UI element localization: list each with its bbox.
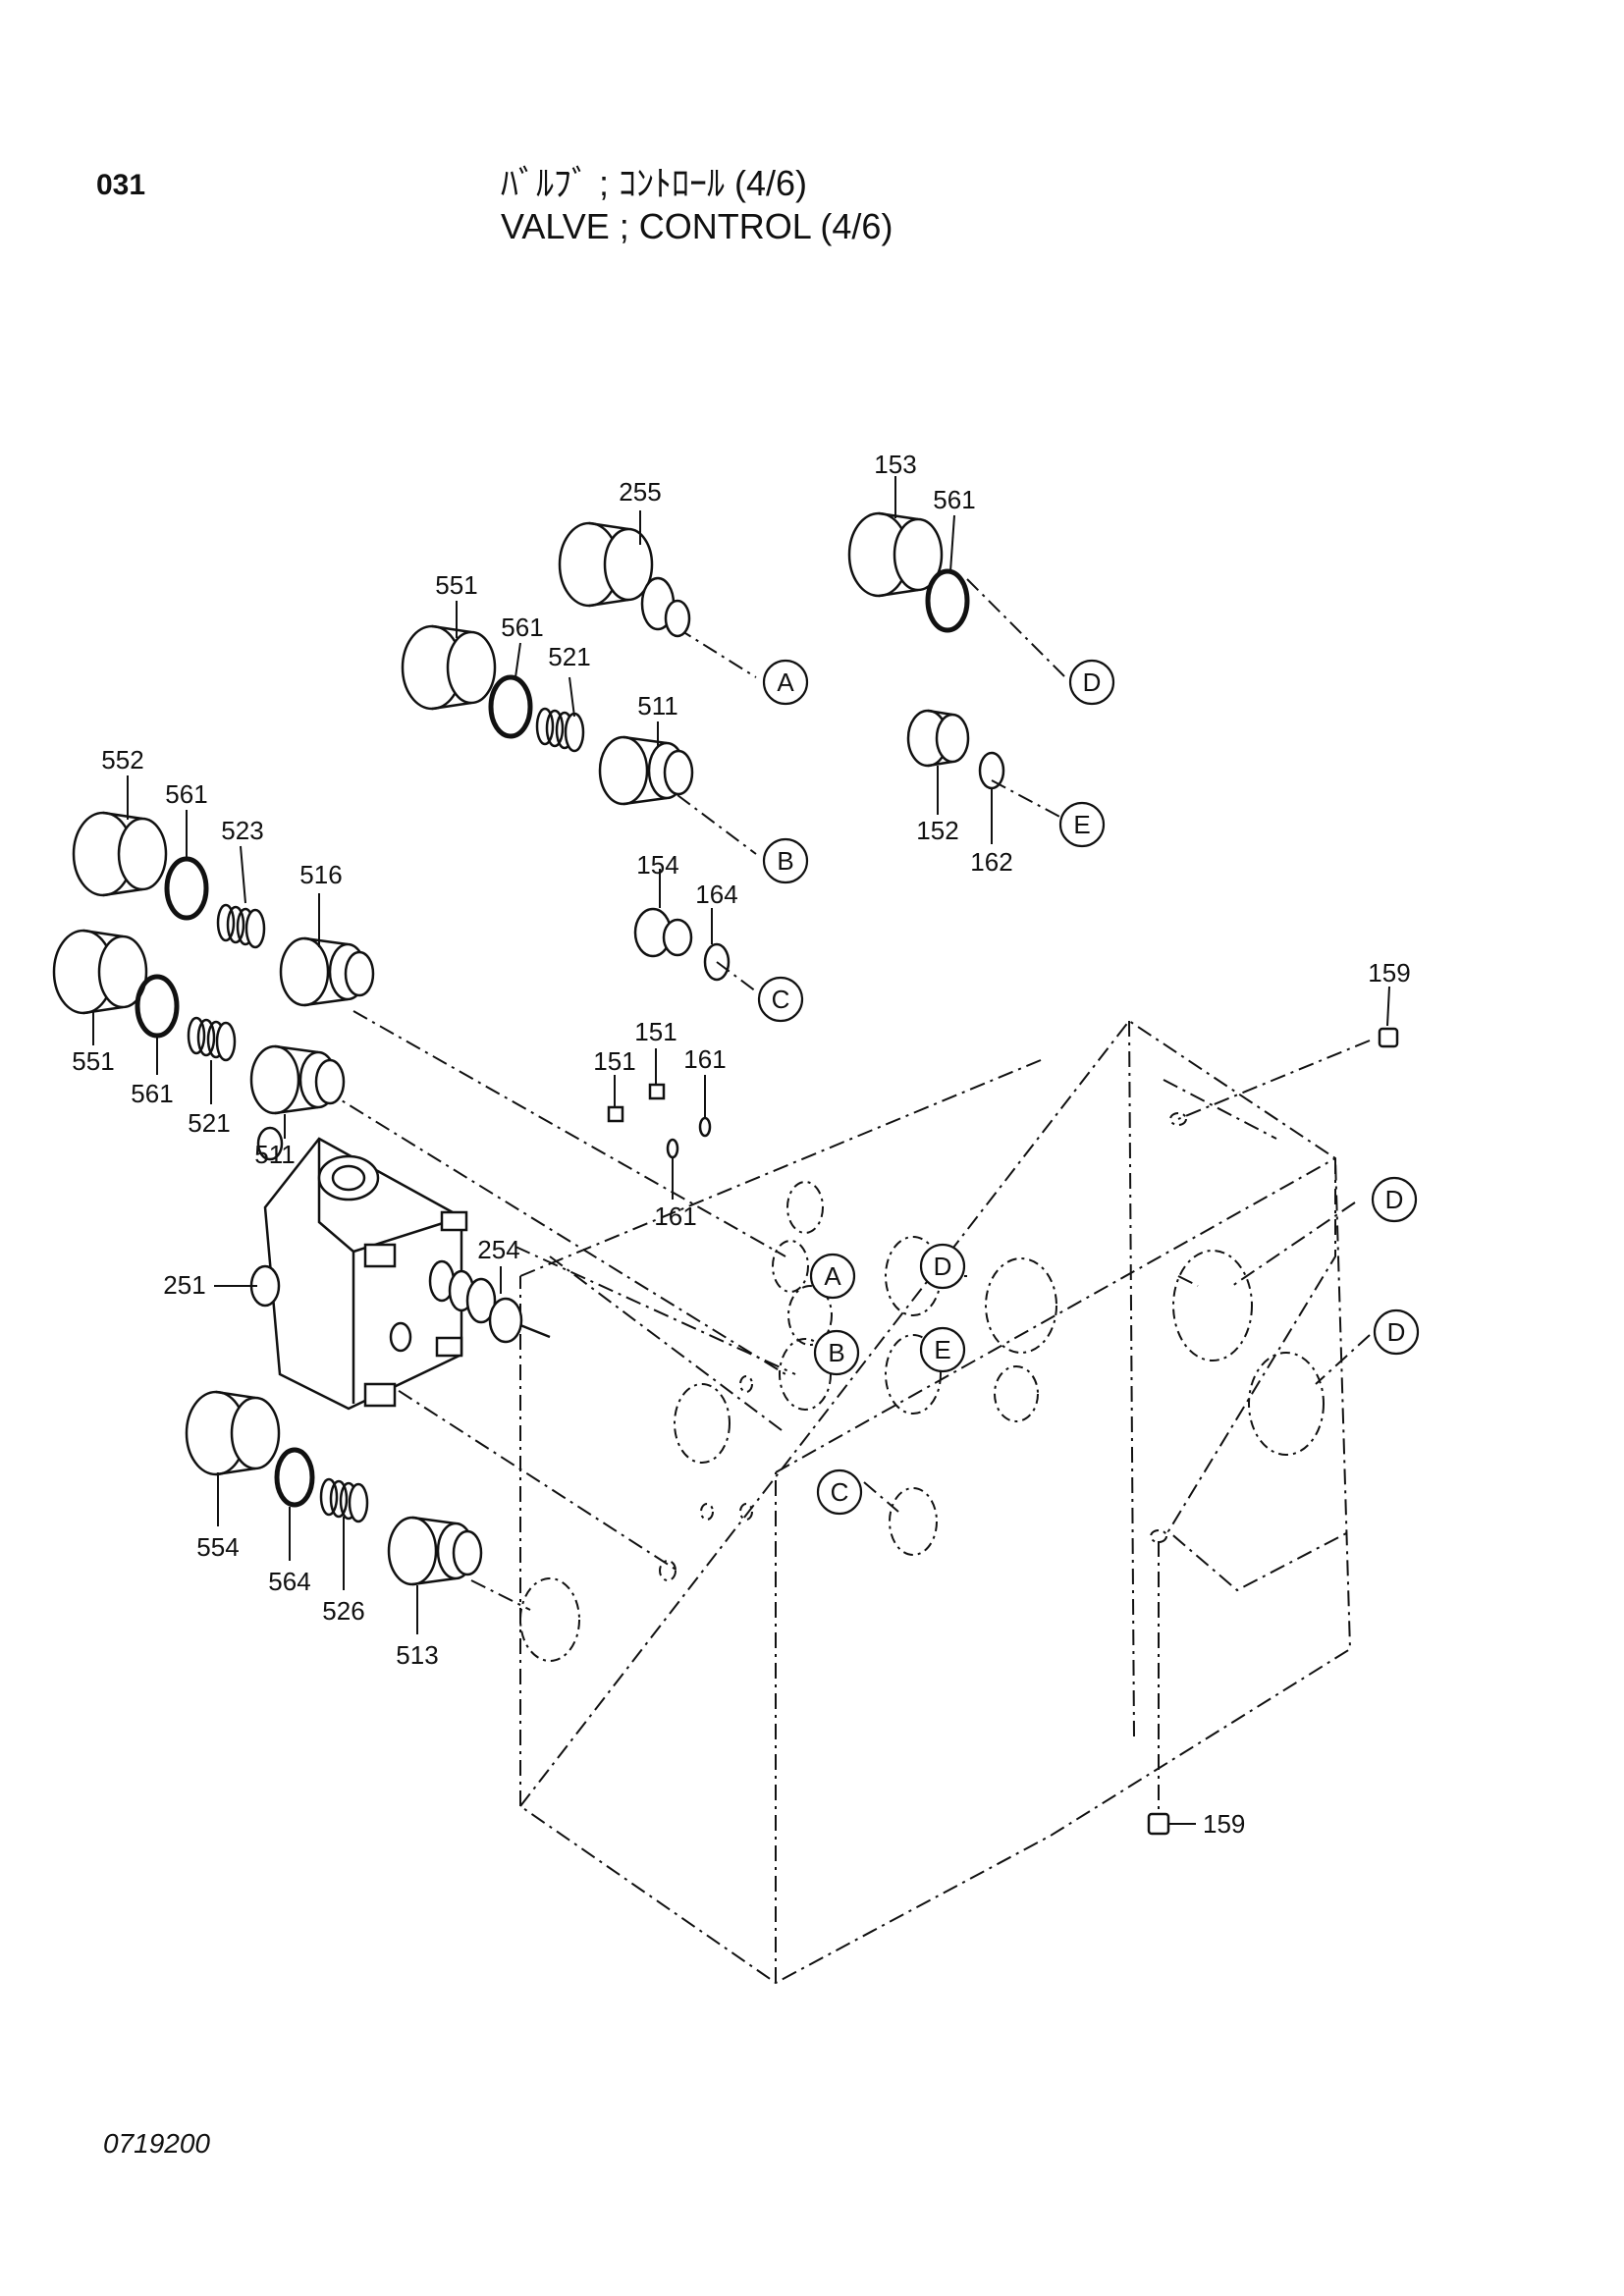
part-561-oring bbox=[488, 674, 533, 739]
callout-561: 561 bbox=[165, 779, 207, 809]
part-255-plug bbox=[558, 521, 691, 638]
connector-circles bbox=[757, 659, 1420, 1516]
callout-561: 561 bbox=[131, 1079, 173, 1108]
callout-521: 521 bbox=[548, 642, 590, 671]
callout-255: 255 bbox=[619, 477, 661, 507]
callout-521: 521 bbox=[188, 1108, 230, 1138]
title-english: VALVE ; CONTROL (4/6) bbox=[501, 206, 893, 246]
part-251-cover bbox=[249, 1126, 468, 1411]
part-161-oring bbox=[666, 1116, 712, 1159]
callout-516: 516 bbox=[299, 860, 342, 889]
connector-label: D bbox=[1385, 1185, 1404, 1214]
part-552-plug bbox=[72, 811, 168, 897]
connector-label: E bbox=[1073, 810, 1090, 839]
connector-label: D bbox=[934, 1252, 952, 1281]
part-151-screw bbox=[607, 1083, 666, 1123]
connector-letters: A D B E C A D B E C D D bbox=[772, 667, 1406, 1507]
callout-159: 159 bbox=[1203, 1809, 1245, 1839]
callout-labels: 255 153 561 551 561 521 511 552 561 523 … bbox=[72, 450, 1410, 1839]
callout-561: 561 bbox=[501, 613, 543, 642]
part-561-oring bbox=[164, 856, 209, 921]
callout-526: 526 bbox=[322, 1596, 364, 1626]
callout-151: 151 bbox=[593, 1046, 635, 1076]
callout-551: 551 bbox=[435, 570, 477, 600]
callout-554: 554 bbox=[196, 1532, 239, 1562]
part-152-plug bbox=[906, 709, 970, 768]
connector-label: E bbox=[934, 1335, 950, 1364]
part-551-plug bbox=[401, 624, 497, 711]
part-564-oring bbox=[274, 1447, 315, 1508]
part-521-spring bbox=[187, 1016, 237, 1062]
connector-label: C bbox=[831, 1477, 849, 1507]
connector-label: D bbox=[1083, 667, 1102, 697]
callout-162: 162 bbox=[970, 847, 1012, 877]
callout-159: 159 bbox=[1368, 958, 1410, 988]
callout-523: 523 bbox=[221, 816, 263, 845]
connector-label: C bbox=[772, 985, 790, 1014]
callout-161: 161 bbox=[654, 1201, 696, 1231]
part-554-plug bbox=[185, 1390, 281, 1476]
connector-label: B bbox=[828, 1338, 844, 1367]
callout-552: 552 bbox=[101, 745, 143, 774]
callout-511: 511 bbox=[254, 1140, 295, 1169]
callout-leaders bbox=[92, 476, 1390, 1825]
callout-154: 154 bbox=[636, 850, 678, 880]
title-japanese: ﾊﾞﾙﾌﾞ ; ｺﾝﾄﾛｰﾙ (4/6) bbox=[501, 163, 808, 203]
part-561-oring bbox=[135, 974, 180, 1039]
part-162-oring bbox=[978, 751, 1005, 790]
part-164-oring bbox=[703, 942, 731, 982]
callout-164: 164 bbox=[695, 880, 737, 909]
callout-151: 151 bbox=[634, 1017, 677, 1046]
part-551-plug bbox=[52, 929, 148, 1015]
part-513-spool bbox=[387, 1516, 483, 1586]
callout-551: 551 bbox=[72, 1046, 114, 1076]
drawing-number: 0719200 bbox=[103, 2128, 211, 2159]
connector-label: D bbox=[1387, 1317, 1406, 1347]
valve-body-outline bbox=[519, 1019, 1352, 1985]
body-ports bbox=[519, 1112, 1325, 1662]
part-254-plunger bbox=[428, 1259, 551, 1344]
callout-152: 152 bbox=[916, 816, 958, 845]
part-516-spool bbox=[279, 936, 375, 1007]
part-523-spring bbox=[216, 903, 266, 949]
callout-561: 561 bbox=[933, 485, 975, 514]
callout-254: 254 bbox=[477, 1235, 519, 1264]
callout-161: 161 bbox=[683, 1044, 726, 1074]
connector-label: A bbox=[824, 1261, 841, 1291]
part-561-oring bbox=[925, 568, 970, 633]
part-159-plug bbox=[1147, 1027, 1399, 1836]
callout-511: 511 bbox=[637, 691, 677, 721]
page-number: 031 bbox=[96, 169, 146, 201]
part-526-spring bbox=[319, 1477, 369, 1523]
part-511-spool bbox=[598, 735, 694, 806]
callout-513: 513 bbox=[396, 1640, 438, 1670]
connector-label: A bbox=[777, 667, 794, 697]
callout-564: 564 bbox=[268, 1567, 310, 1596]
assembly-lines bbox=[323, 578, 1371, 1816]
connector-label: B bbox=[777, 846, 793, 876]
callout-251: 251 bbox=[163, 1270, 205, 1300]
part-521-spring bbox=[535, 707, 585, 753]
part-511-spool bbox=[249, 1044, 346, 1115]
part-153-plug bbox=[847, 511, 944, 598]
part-154-plug bbox=[633, 907, 693, 958]
callout-153: 153 bbox=[874, 450, 916, 479]
